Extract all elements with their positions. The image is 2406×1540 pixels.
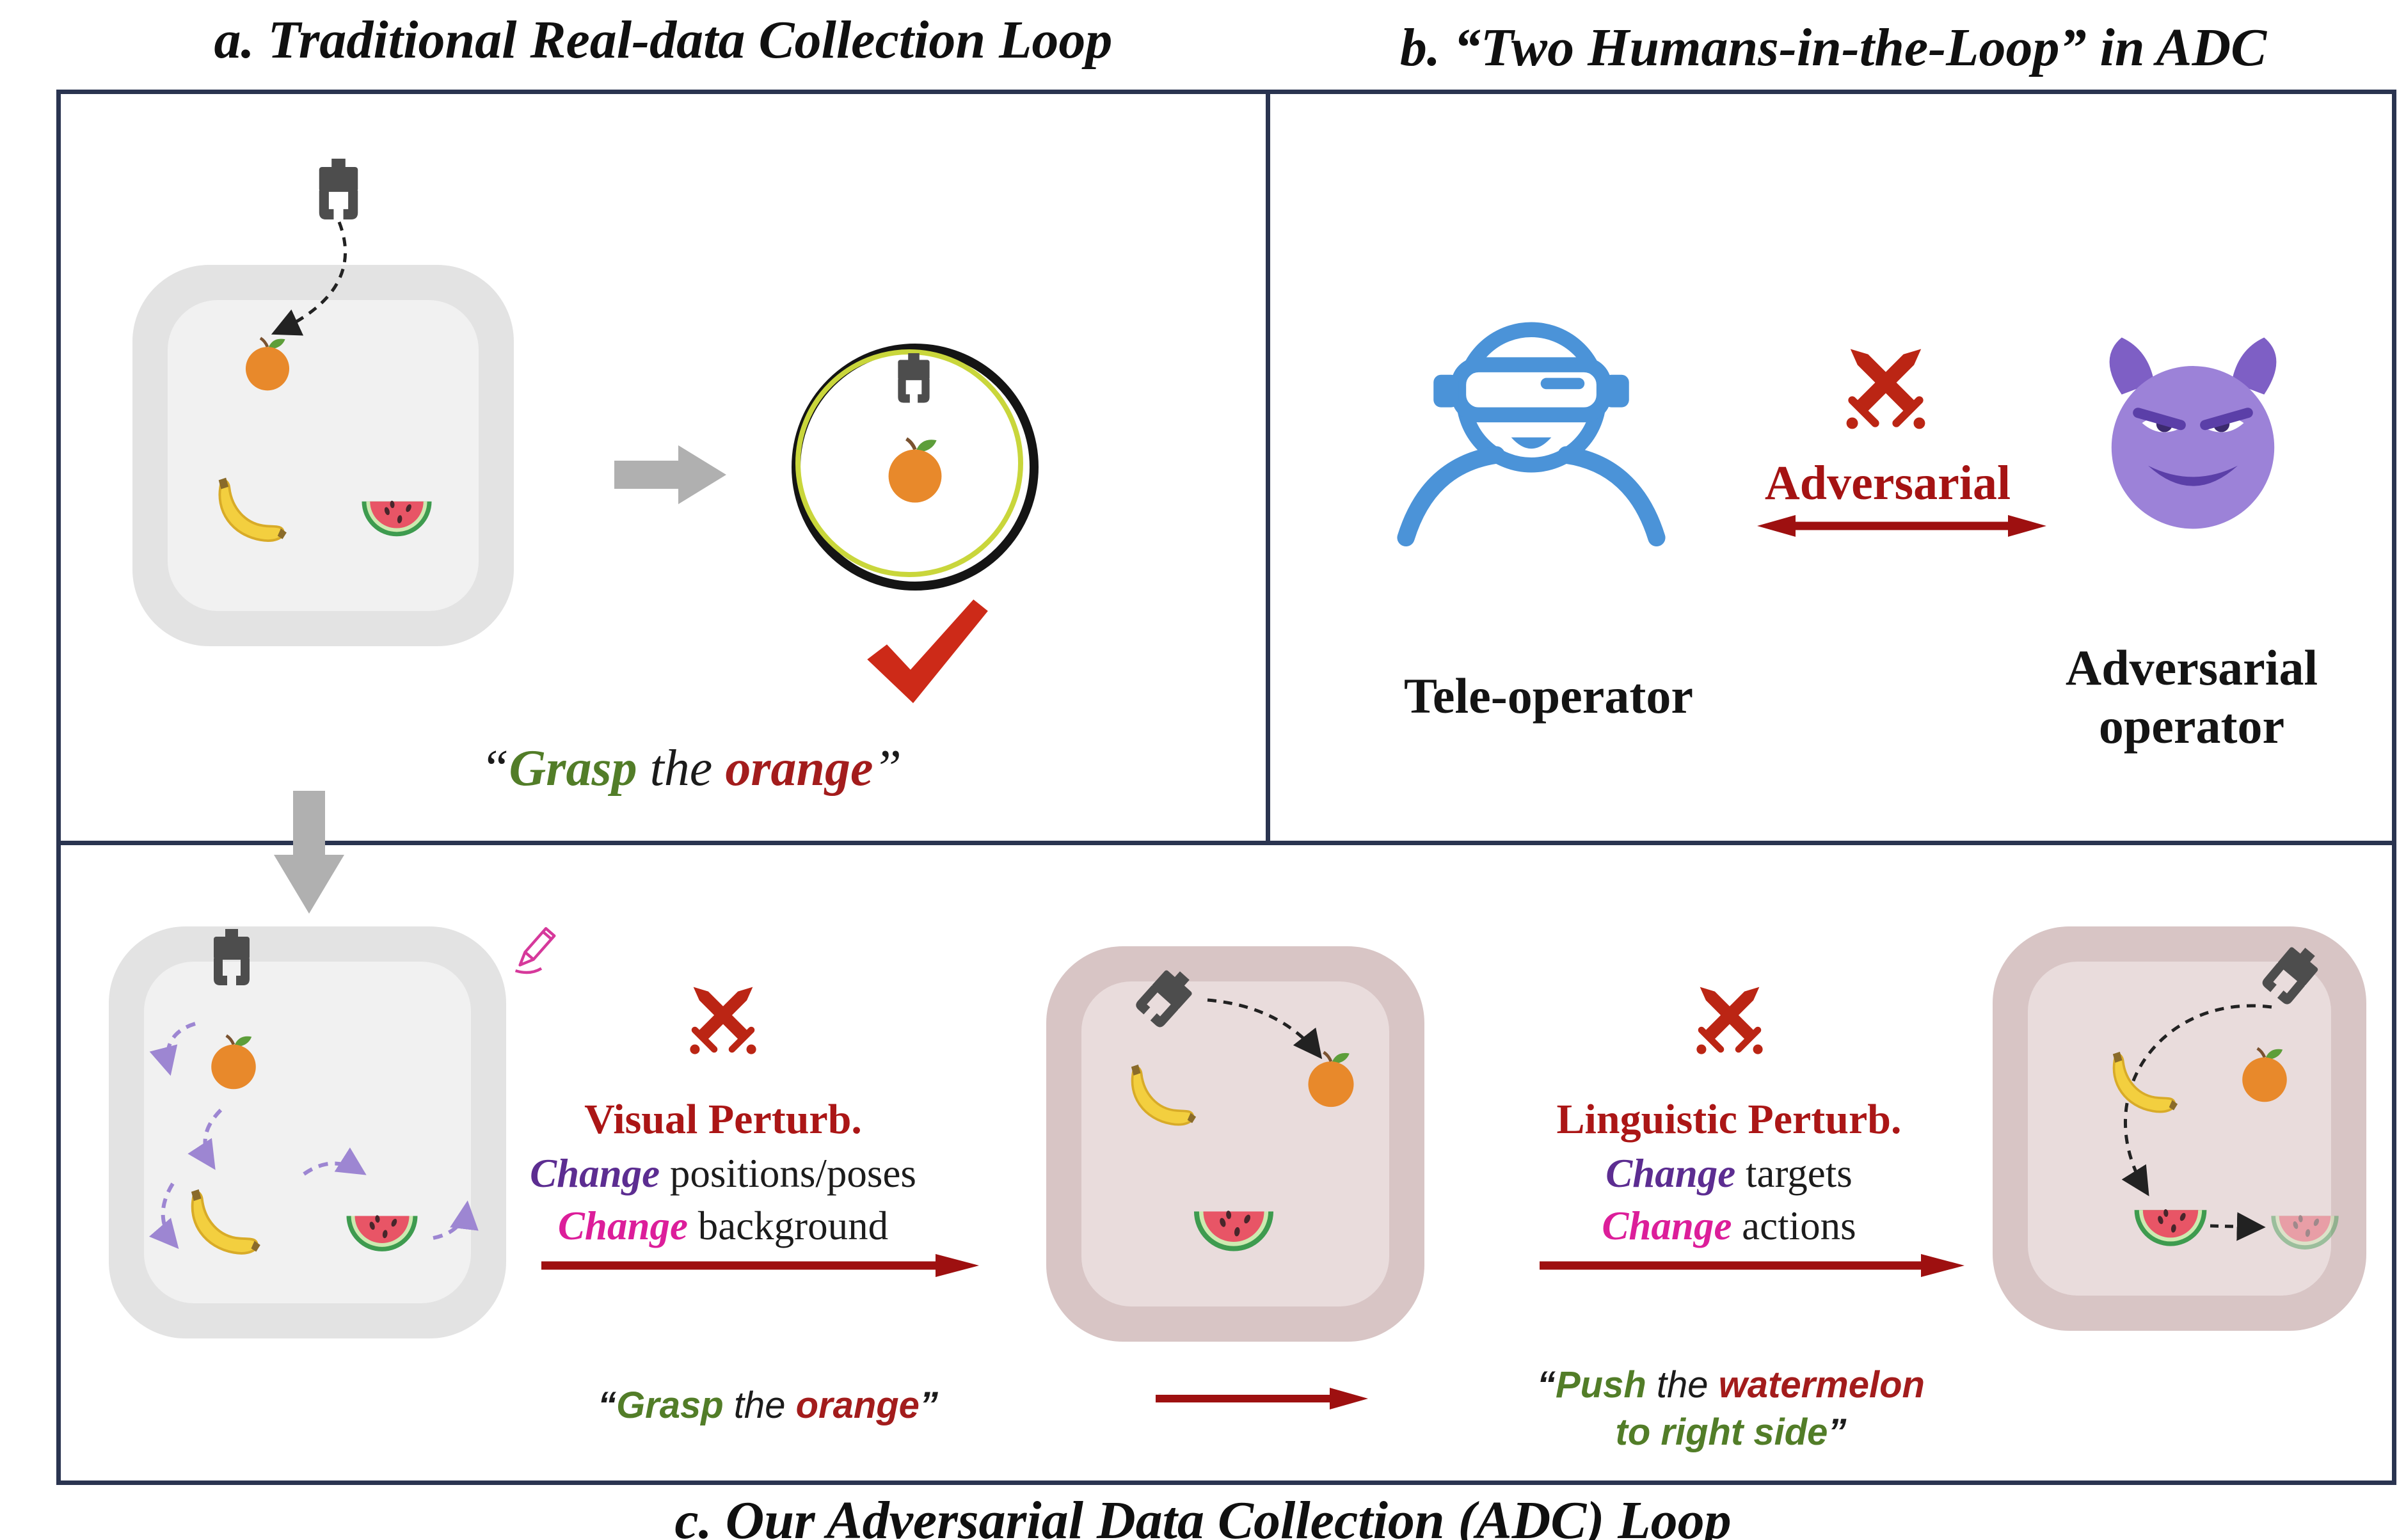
change-word: Change (1605, 1151, 1736, 1196)
gray-down-arrow (274, 791, 344, 914)
quote-close: ” (873, 740, 902, 797)
orange-icon (238, 334, 297, 393)
push-caption-line2-text: to right side (1615, 1411, 1828, 1454)
change-rest: positions/poses (660, 1151, 916, 1196)
pencil-edit-icon (509, 920, 565, 976)
tabletop-bin-a (132, 265, 514, 646)
banana-icon (1121, 1054, 1199, 1132)
change-rest: targets (1735, 1151, 1852, 1196)
object-orange: orange (725, 740, 873, 797)
visual-perturb-heading: Visual Perturb. (584, 1096, 862, 1143)
object-orange: orange (795, 1385, 920, 1426)
caption-mid: the (723, 1385, 796, 1426)
object-watermelon: watermelon (1718, 1364, 1925, 1406)
watermelon-pushed-ghost-icon (2269, 1190, 2341, 1262)
change-rest: background (687, 1203, 889, 1248)
crossed-swords-icon (686, 984, 760, 1058)
gray-right-arrow (614, 445, 726, 504)
title-panel-b: b. “Two Humans-in-the-Loop” in ADC (1399, 18, 2267, 77)
linguistic-perturb-heading: Linguistic Perturb. (1556, 1096, 1902, 1143)
tabletop-bin-original (109, 926, 506, 1338)
vr-teleoperator-icon (1381, 302, 1682, 553)
change-word: Change (1602, 1203, 1732, 1248)
verb-push: Push (1556, 1364, 1646, 1406)
red-arrow-linguistic (1540, 1254, 1964, 1277)
tabletop-bin-a-surface (168, 300, 479, 611)
adversarial-operator-line1: Adversarial (2065, 640, 2318, 695)
quote-close: ” (919, 1385, 938, 1426)
verb-grasp: Grasp (616, 1385, 724, 1426)
push-instruction-caption: “Push the watermelon to right side” (1485, 1361, 1977, 1456)
caption-mid: the (637, 740, 726, 797)
quote-open: “ (1537, 1364, 1556, 1406)
change-word: Change (557, 1203, 688, 1248)
devil-icon (2091, 331, 2295, 535)
perturbation-dashed-arrows (148, 1022, 479, 1250)
teleoperator-label: Tele-operator (1404, 668, 1693, 724)
gripper-approach-dashed-arrow (1207, 998, 1323, 1060)
change-word: Change (530, 1151, 660, 1196)
visual-perturb-line2: Change background (499, 1203, 947, 1250)
quote-close: ” (1828, 1411, 1847, 1454)
watermelon-icon (1191, 1181, 1276, 1266)
gripper-approach-dashed-arrow (271, 221, 347, 336)
banana-icon (208, 467, 290, 549)
visual-perturb-line1: Change positions/poses (499, 1150, 947, 1197)
tabletop-bin-perturbed (1046, 946, 1424, 1342)
checkmark-icon (867, 599, 988, 703)
orange-icon (1300, 1048, 1362, 1109)
title-panel-a: a. Traditional Real-data Collection Loop (214, 10, 1113, 70)
title-panel-c: c. Our Adversarial Data Collection (ADC)… (674, 1491, 1732, 1540)
push-caption-line1: “Push the watermelon (1485, 1361, 1977, 1409)
crossed-swords-icon (1842, 345, 1930, 434)
crossed-swords-icon (1693, 984, 1767, 1058)
watermelon-icon (2132, 1182, 2209, 1259)
grasp-instruction-caption: “Grasp the orange” (256, 740, 1126, 798)
watermelon-icon (360, 475, 434, 549)
push-caption-line2: to right side” (1485, 1409, 1977, 1456)
red-arrow-mid (1156, 1388, 1368, 1409)
tabletop-bin-perturbed-surface (1081, 981, 1389, 1306)
orange-icon (2235, 1044, 2295, 1104)
verb-grasp: Grasp (509, 740, 637, 797)
quote-open: “ (598, 1385, 617, 1426)
red-arrow-visual (541, 1254, 979, 1277)
quote-open: “ (481, 740, 509, 797)
tabletop-bin-original-surface (144, 962, 471, 1303)
grasp-instruction-caption: “Grasp the orange” (538, 1382, 998, 1429)
caption-mid: the (1646, 1364, 1719, 1406)
adversarial-operator-line2: operator (2098, 698, 2285, 754)
target-success-icon (792, 344, 1039, 591)
push-direction-dashed-arrow (2210, 1212, 2266, 1241)
linguistic-perturb-line2: Change actions (1505, 1203, 1953, 1250)
adversarial-label: Adversarial (1764, 456, 2011, 510)
adversarial-double-arrow (1757, 515, 2046, 537)
change-rest: actions (1732, 1203, 1856, 1248)
push-path-dashed-arrow (2121, 1004, 2272, 1196)
linguistic-perturb-line1: Change targets (1505, 1150, 1953, 1197)
adversarial-operator-label: Adversarial operator (1974, 639, 2406, 756)
banana-icon (2103, 1042, 2181, 1120)
tabletop-bin-final (1993, 926, 2366, 1331)
